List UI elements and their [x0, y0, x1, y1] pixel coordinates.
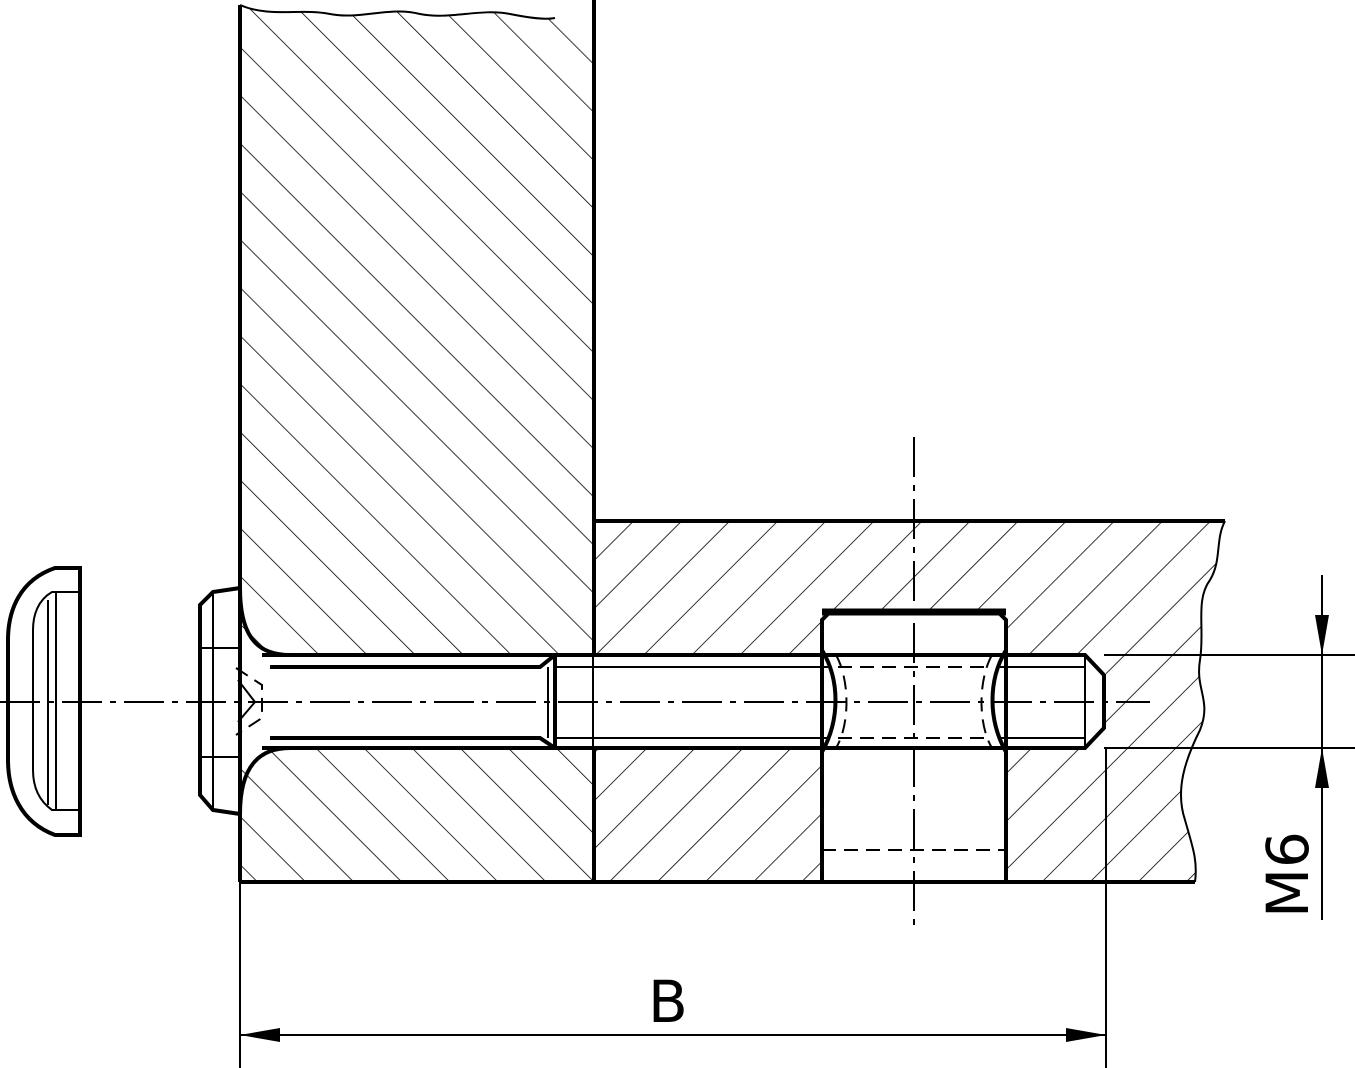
vertical-panel: [238, 0, 596, 882]
width-label: B: [648, 968, 688, 1036]
thread-size-label: M6: [1254, 831, 1322, 918]
width-dimension: B: [239, 748, 1107, 1068]
center-lines: [0, 437, 1150, 930]
thread-dimension: M6: [1104, 575, 1355, 920]
